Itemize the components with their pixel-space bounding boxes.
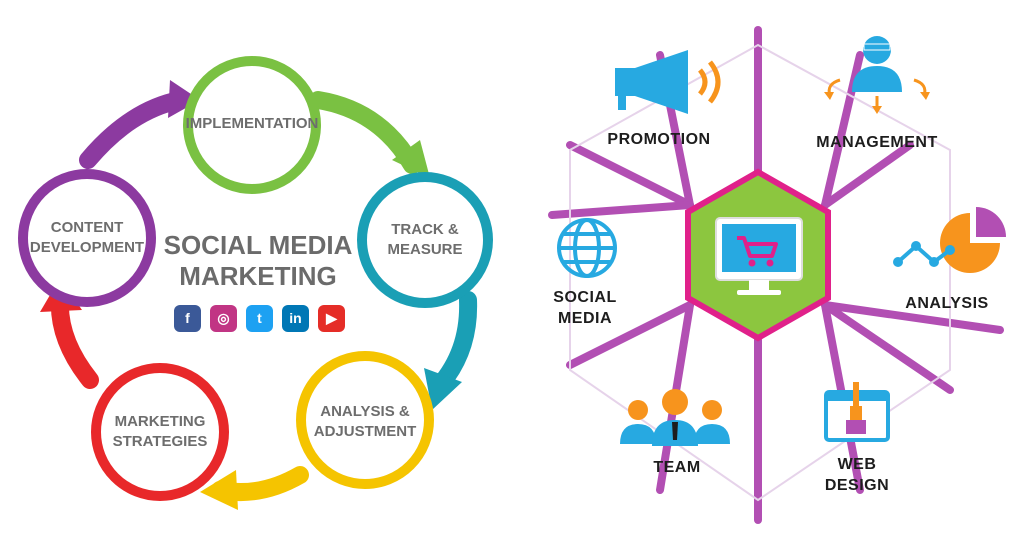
- twitter-icon: t: [246, 305, 273, 332]
- label-promotion: PROMOTION: [607, 131, 711, 148]
- label-team: TEAM: [653, 459, 701, 476]
- arrow-head-green: [392, 140, 430, 178]
- stage-ring-implementation: [183, 56, 321, 194]
- instagram-icon: ◎: [210, 305, 237, 332]
- arrow-head-blue: [424, 368, 462, 410]
- hexagon-graphic: [548, 26, 1006, 524]
- diagram-title: SOCIAL MEDIA MARKETING: [163, 230, 353, 292]
- manager-icon: [824, 36, 930, 114]
- label-management: MANAGEMENT: [816, 134, 938, 151]
- label-social-media: SOCIAL MEDIA: [553, 289, 617, 327]
- stage-ring-strategies: [91, 363, 229, 501]
- browser-brush-icon: [824, 382, 890, 442]
- arc-implementation-to-track: [309, 91, 421, 174]
- globe-icon: [557, 218, 617, 278]
- arrow-head-purple: [168, 80, 200, 118]
- pie-chart-icon: [893, 207, 1006, 273]
- stage-label-analysis-adjustment: ANALYSIS & ADJUSTMENT: [313, 403, 417, 440]
- arrow-head-yellow: [200, 470, 238, 510]
- megaphone-icon: [615, 50, 721, 114]
- shopping-cart-monitor-icon: [715, 217, 803, 295]
- label-analysis: ANALYSIS: [905, 295, 989, 312]
- arc-track-to-analysis: [431, 291, 478, 394]
- arc-strategies-to-content: [50, 291, 99, 389]
- linkedin-icon: in: [282, 305, 309, 332]
- digital-marketing-hexagon: PROMOTION MANAGEMENT ANALYSIS WEB DESIGN…: [530, 0, 1024, 538]
- label-web-design: WEB DESIGN: [824, 456, 890, 494]
- social-media-marketing-cycle: IMPLEMENTATION TRACK & MEASURE ANALYSIS …: [18, 56, 493, 510]
- stage-label-content-development: CONTENT DEVELOPMENT: [29, 219, 145, 256]
- stage-label-marketing-strategies: MARKETING STRATEGIES: [112, 413, 208, 450]
- stage-label-implementation: IMPLEMENTATION: [185, 115, 319, 132]
- stage-ring-content: [18, 169, 156, 307]
- facebook-icon: f: [174, 305, 201, 332]
- stage-ring-analysis: [296, 351, 434, 489]
- youtube-icon: ▶: [318, 305, 345, 332]
- arc-content-to-implementation: [79, 91, 189, 169]
- stage-label-track-measure: TRACK & MEASURE: [387, 221, 463, 258]
- stage-ring-track: [357, 172, 493, 308]
- team-icon: [620, 389, 730, 446]
- cycle-graphic: [18, 56, 493, 510]
